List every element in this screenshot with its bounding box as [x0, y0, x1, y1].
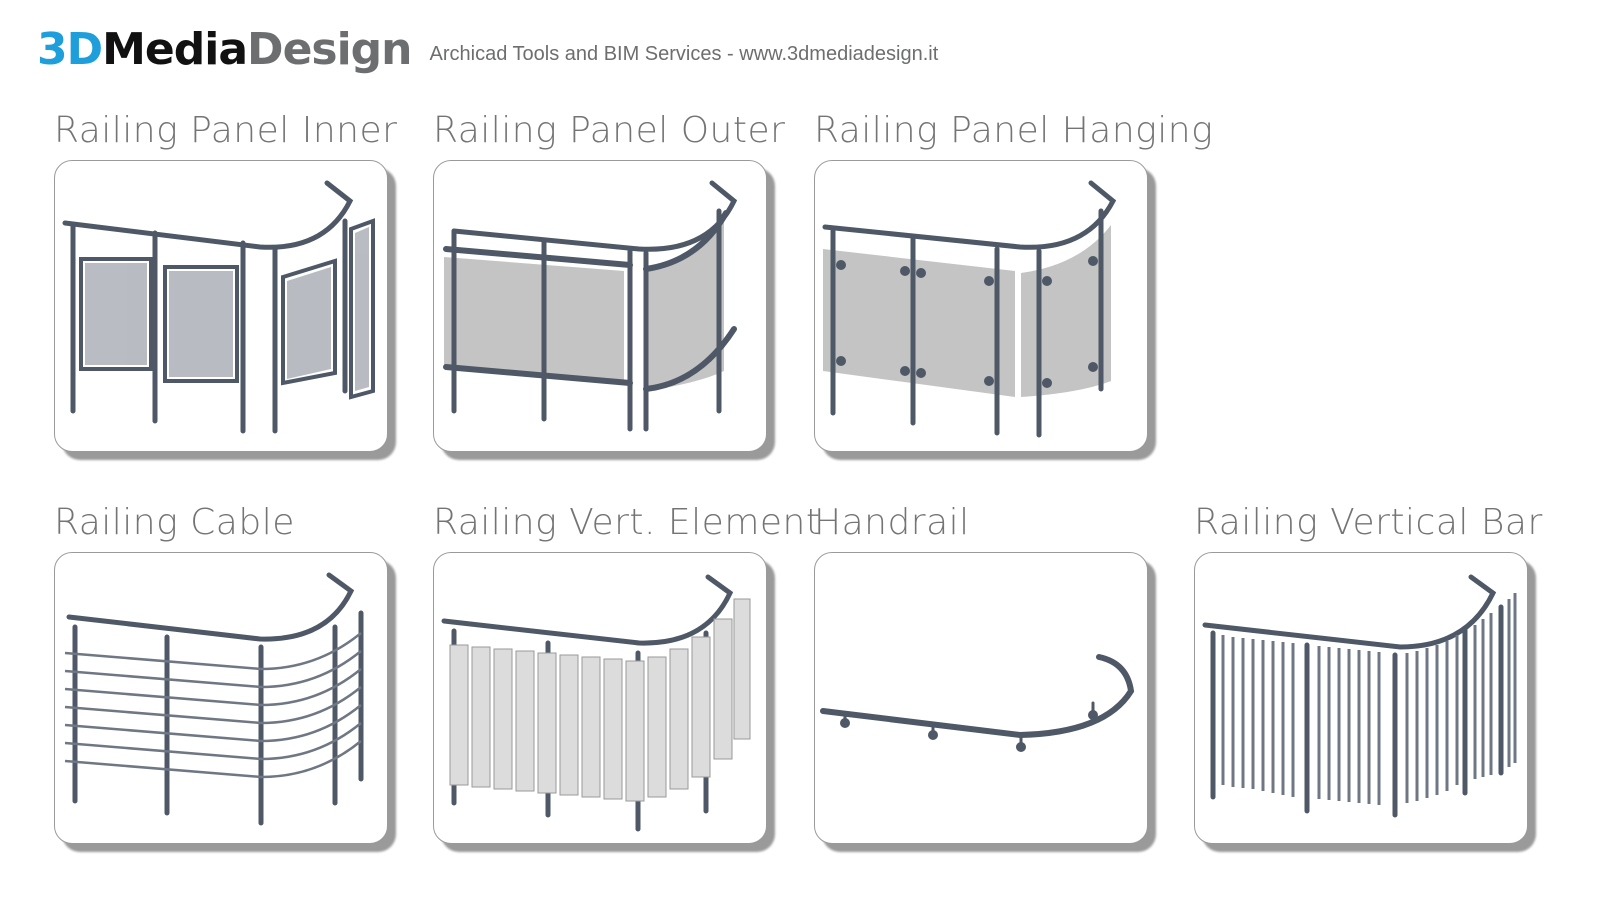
- tagline: Archicad Tools and BIM Services - www.3d…: [429, 43, 939, 65]
- item-title: Railing Vert. Element: [433, 502, 821, 543]
- railing-vertical-bar-illustration: [1202, 574, 1517, 818]
- railing-panel-inner-illustration: [62, 180, 375, 434]
- railing-cable-illustration: [64, 572, 364, 826]
- item-card[interactable]: [814, 552, 1148, 844]
- item-title: Handrail: [814, 502, 970, 543]
- railing-vert-element-illustration: [441, 574, 751, 832]
- item-card[interactable]: [54, 552, 388, 844]
- railing-panel-hanging-illustration: [822, 180, 1117, 438]
- logo-part-design: Design: [247, 24, 412, 75]
- item-card[interactable]: [814, 160, 1148, 452]
- logo: 3DMediaDesign: [37, 28, 413, 72]
- logo-part-media: Media: [102, 24, 248, 75]
- handrail-illustration: [820, 654, 1135, 752]
- item-title: Railing Panel Inner: [54, 110, 398, 151]
- header: 3DMediaDesign Archicad Tools and BIM Ser…: [37, 12, 938, 72]
- railing-panel-outer-illustration: [443, 180, 738, 432]
- logo-part-3d: 3D: [37, 24, 103, 75]
- item-card[interactable]: [433, 552, 767, 844]
- item-card[interactable]: [54, 160, 388, 452]
- item-title: Railing Panel Hanging: [814, 110, 1214, 151]
- item-card[interactable]: [433, 160, 767, 452]
- item-card[interactable]: [1194, 552, 1528, 844]
- item-title: Railing Cable: [54, 502, 295, 543]
- item-title: Railing Panel Outer: [433, 110, 786, 151]
- item-title: Railing Vertical Bar: [1194, 502, 1543, 543]
